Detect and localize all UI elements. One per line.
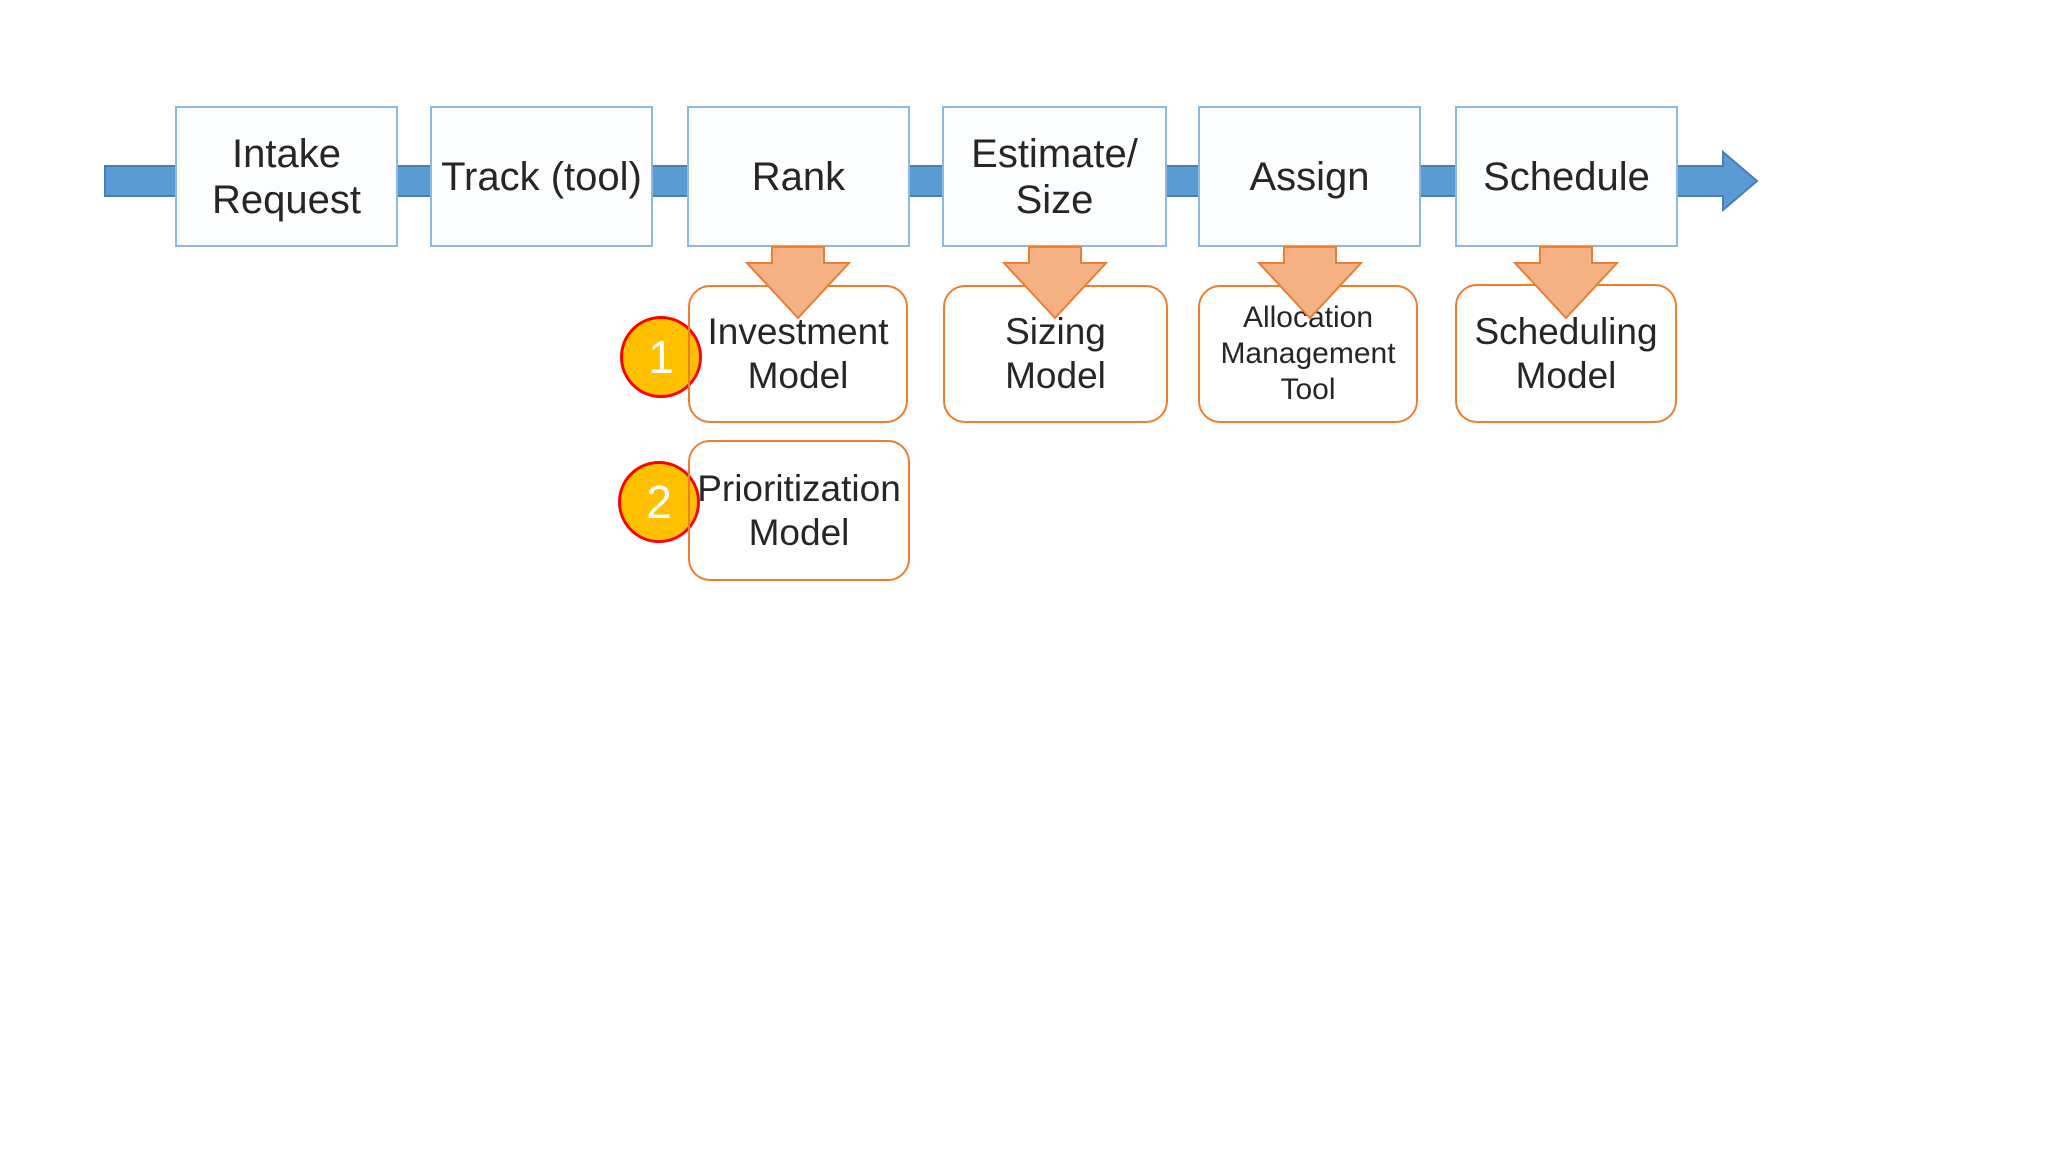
- flow-step-label: Estimate/ Size: [971, 131, 1138, 222]
- down-arrow-rank: [745, 246, 851, 319]
- tool-box-label: Scheduling Model: [1474, 310, 1658, 396]
- tool-box-label: Allocation Management Tool: [1220, 301, 1396, 406]
- flow-step-label: Intake Request: [212, 131, 361, 222]
- tool-box-label: Sizing Model: [1005, 311, 1106, 396]
- flow-step-label: Schedule: [1483, 154, 1650, 199]
- down-arrow-estimate-size: [1002, 246, 1108, 319]
- flow-step-label: Assign: [1249, 154, 1370, 199]
- flow-step-schedule: Schedule: [1455, 106, 1678, 247]
- tool-box-label: Investment Model: [707, 311, 889, 396]
- flow-step-label: Rank: [751, 154, 846, 199]
- badge-2: 2: [618, 461, 700, 543]
- flow-step-estimate-size: Estimate/ Size: [942, 106, 1167, 247]
- flow-step-intake-request: Intake Request: [175, 106, 398, 247]
- tool-box-prioritization-model: Prioritization Model: [688, 440, 910, 581]
- tool-box-allocation-management-tool: Allocation Management Tool: [1198, 285, 1418, 423]
- down-arrow-assign: [1257, 246, 1363, 319]
- down-arrow-schedule: [1513, 246, 1619, 319]
- flow-step-rank: Rank: [687, 106, 910, 247]
- tool-box-label: Prioritization Model: [697, 467, 901, 553]
- badge-number: 1: [648, 331, 674, 383]
- badge-number: 2: [646, 476, 672, 528]
- flow-step-assign: Assign: [1198, 106, 1421, 247]
- flow-step-label: Track (tool): [441, 154, 642, 199]
- flow-step-track-tool: Track (tool): [430, 106, 653, 247]
